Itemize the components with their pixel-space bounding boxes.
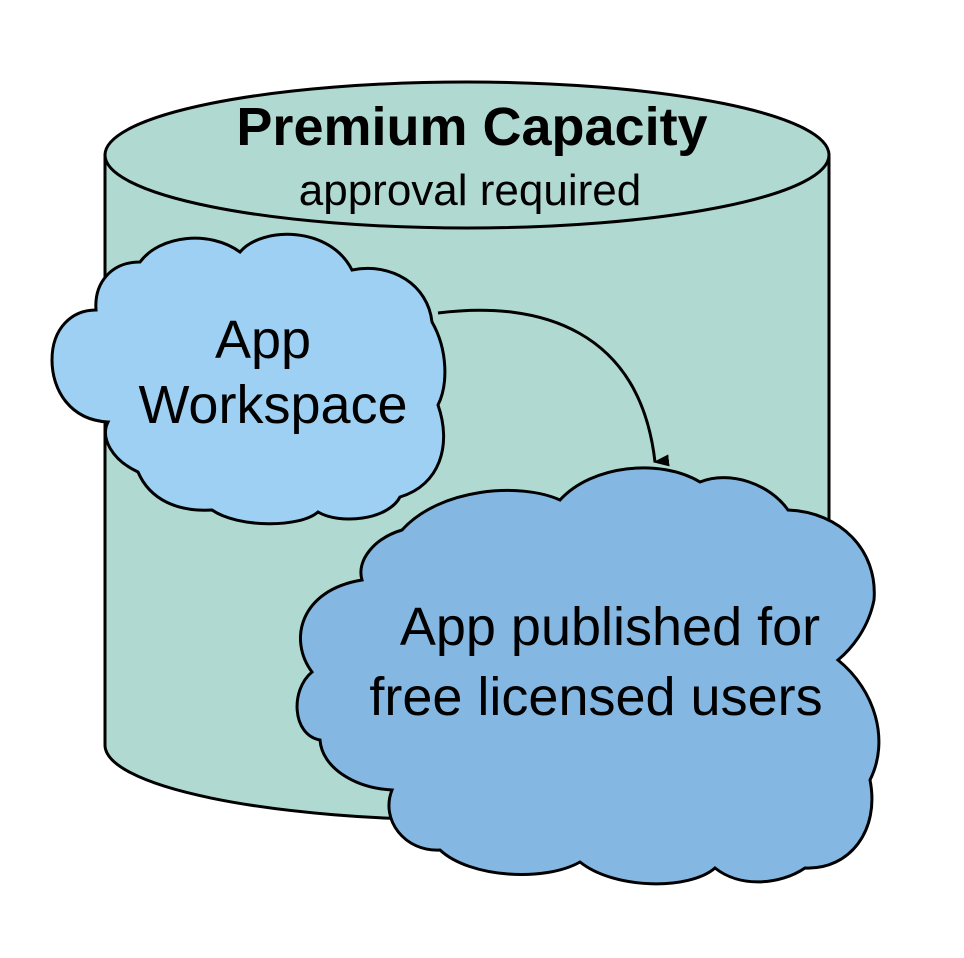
workspace-cloud-shape: [50, 232, 447, 526]
published-label-line1: App published for: [400, 597, 820, 657]
workspace-label-line2: Workspace: [138, 375, 407, 435]
cylinder-top: [103, 80, 831, 230]
workspace-label-line1: App: [215, 310, 311, 370]
cylinder-title: Premium Capacity: [236, 97, 707, 157]
published-cloud-shape: [295, 466, 881, 886]
app-workspace-cloud: App Workspace: [50, 232, 447, 526]
cylinder-subtitle: approval required: [299, 166, 641, 215]
published-label-line2: free licensed users: [369, 667, 822, 727]
published-app-cloud: App published for free licensed users: [295, 466, 881, 886]
publish-arrow: [437, 308, 670, 467]
